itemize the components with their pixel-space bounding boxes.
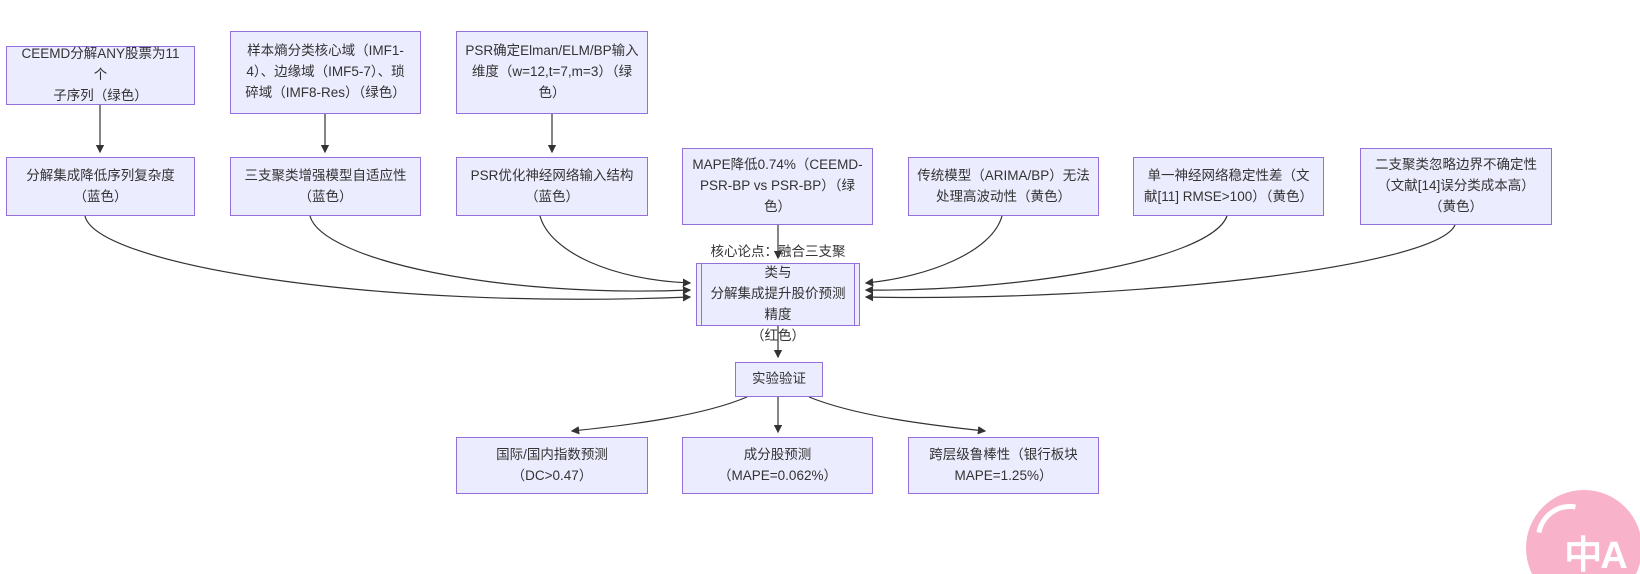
node-sample-entropy: 样本熵分类核心域（IMF1- 4）、边缘域（IMF5-7）、琐 碎域（IMF8-… [230, 31, 421, 114]
node-mape-improve: MAPE降低0.74%（CEEMD- PSR-BP vs PSR-BP）（绿 色… [682, 148, 873, 225]
node-decomp-complexity: 分解集成降低序列复杂度 （蓝色） [6, 157, 195, 216]
node-ceemd-decompose: CEEMD分解ANY股票为11个 子序列（绿色） [6, 46, 195, 105]
edge-structure-to-core [539, 215, 692, 287]
edge-traditional-to-core [864, 215, 1003, 287]
node-core-thesis: 核心论点：融合三支聚类与 分解集成提升股价预测精度 （红色） [696, 244, 860, 343]
node-single-nn-unstable: 单一神经网络稳定性差（文 献[11] RMSE>100）（黄色） [1133, 157, 1324, 216]
node-traditional-limit: 传统模型（ARIMA/BP）无法 处理高波动性（黄色） [908, 157, 1099, 216]
node-constituent-prediction: 成分股预测 （MAPE=0.062%） [682, 437, 873, 494]
edge-threeway-to-core [309, 215, 692, 295]
node-three-way-adaptive: 三支聚类增强模型自适应性 （蓝色） [230, 157, 421, 216]
edge-experiment-to-index [570, 396, 748, 435]
node-experiment-validation: 实验验证 [735, 362, 823, 397]
edge-twoway-to-core [864, 224, 1456, 302]
node-cross-level-robustness: 跨层级鲁棒性（银行板块 MAPE=1.25%） [908, 437, 1099, 494]
node-psr-input-dim: PSR确定Elman/ELM/BP输入 维度（w=12,t=7,m=3）（绿 色… [456, 31, 648, 114]
watermark-text: 中A [1564, 534, 1627, 574]
edge-complexity-to-core [84, 215, 692, 302]
node-two-way-limit: 二支聚类忽略边界不确定性 （文献[14]误分类成本高） （黄色） [1360, 148, 1552, 225]
node-psr-structure: PSR优化神经网络输入结构 （蓝色） [456, 157, 648, 216]
edge-experiment-to-robustness [808, 396, 987, 435]
edge-singlenn-to-core [864, 215, 1228, 295]
watermark-badge[interactable]: 中A [1526, 490, 1640, 574]
node-index-prediction: 国际/国内指数预测 （DC>0.47） [456, 437, 648, 494]
